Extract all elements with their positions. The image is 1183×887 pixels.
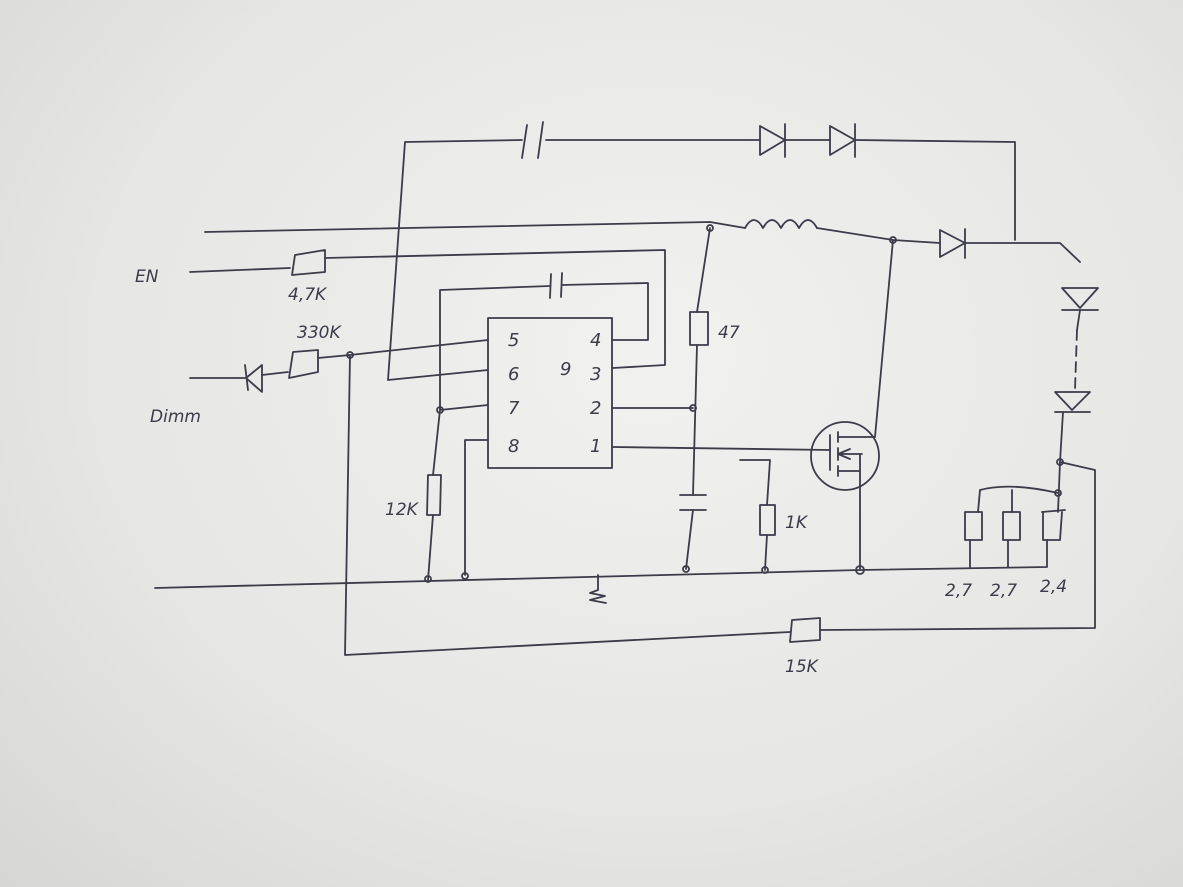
r-en-label: 4,7K (288, 285, 328, 305)
ground-icon (589, 574, 607, 604)
r-gate-label: 1K (785, 513, 809, 533)
junction (436, 406, 444, 414)
r-drain-label: 47 (718, 323, 740, 343)
resistor-gate (759, 504, 776, 536)
feedback-wire (344, 354, 1096, 656)
pin-label: 1 (590, 436, 601, 457)
filter-capacitor (679, 494, 707, 511)
junction (1054, 489, 1062, 497)
resistor-drain (689, 311, 709, 346)
pin-label: 3 (590, 364, 601, 385)
pin-label: 2 (590, 398, 601, 419)
switch-node-wire (816, 227, 1081, 263)
led-top-icon (1061, 287, 1099, 331)
sense-3-label: 2,4 (1040, 577, 1067, 597)
resistor-sense-1 (964, 511, 983, 541)
ic-body (487, 317, 613, 469)
top-capacitor (521, 121, 544, 159)
led-bottom-icon (1054, 391, 1091, 463)
en-label: EN (135, 267, 159, 287)
mosfet-internals (829, 239, 894, 571)
ground-bus (154, 569, 861, 589)
output-diode (939, 228, 966, 259)
junction (424, 575, 432, 583)
sense-1-label: 2,7 (945, 581, 972, 601)
dimm-diode (244, 364, 263, 393)
r-timing-label: 12K (385, 500, 420, 520)
pin-label: 7 (508, 398, 520, 419)
top-diode-2 (829, 123, 856, 158)
mosfet-icon (810, 421, 880, 491)
resistor-sense-3 (1041, 509, 1066, 541)
pin8-wire (464, 439, 489, 576)
dimm-wire (189, 339, 489, 379)
supply-wire (204, 221, 746, 233)
sense-bottom-wire (859, 539, 1048, 571)
pin-label: 6 (508, 364, 519, 385)
junction (461, 572, 469, 580)
pin4-wire (427, 282, 649, 581)
resistor-feedback (789, 617, 821, 643)
resistor-timing (426, 474, 442, 516)
gate-wire (612, 446, 831, 571)
led-chain-dashed (1074, 329, 1078, 391)
en-wire (189, 249, 666, 369)
dimm-label: Dimm (150, 407, 201, 427)
pin2-wire (612, 227, 711, 570)
r-feedback-label: 15K (785, 657, 820, 677)
pin-label: 4 (590, 330, 601, 351)
pin-label: 8 (508, 436, 519, 457)
top-diode-1 (759, 123, 786, 158)
r-dimm-label: 330K (297, 323, 342, 343)
sense-top-wire (977, 461, 1061, 513)
pin-label: 5 (508, 330, 519, 351)
top-loop-wire (387, 139, 1016, 381)
ic-label: 9 (560, 359, 571, 380)
resistor-dimm (288, 349, 319, 379)
timing-capacitor (549, 272, 563, 299)
junction (689, 404, 697, 412)
resistor-en (291, 249, 326, 276)
resistor-sense-2 (1002, 511, 1021, 541)
inductor-icon (744, 219, 818, 229)
sense-2-label: 2,7 (990, 581, 1017, 601)
